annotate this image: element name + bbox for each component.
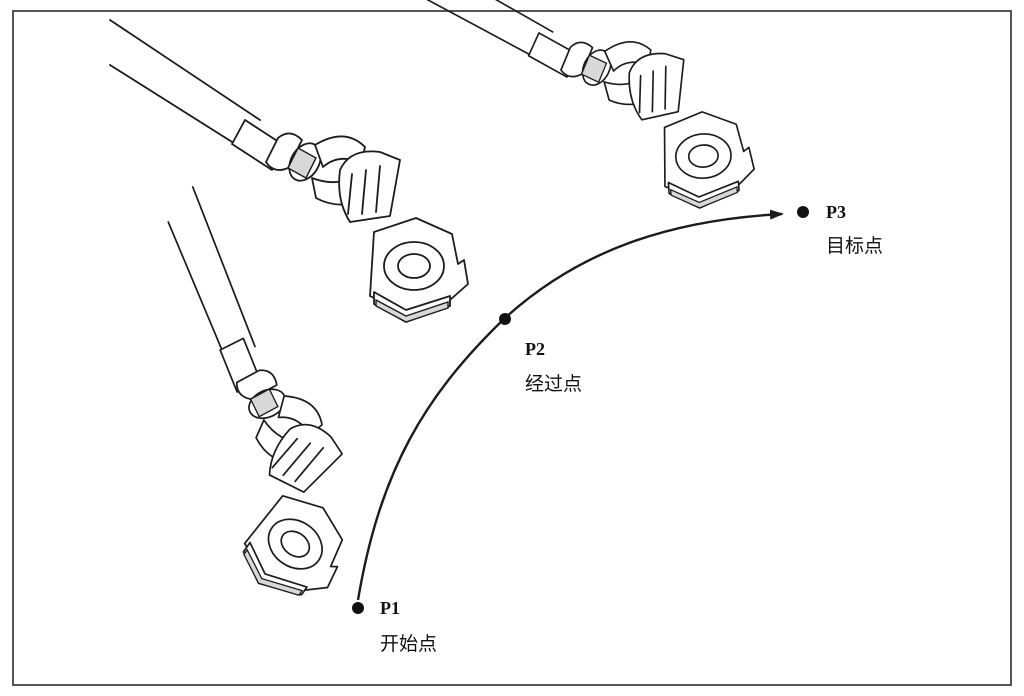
p3-code: P3 [826,202,846,222]
p2-code: P2 [525,339,545,359]
p2-name: 经过点 [525,373,582,395]
p1-code: P1 [380,598,400,618]
diagram-frame [12,10,1012,686]
p3-name: 目标点 [826,235,883,257]
p3-dot [797,206,809,218]
p1-dot [352,602,364,614]
p1-name: 开始点 [380,633,437,655]
p2-dot [499,313,511,325]
